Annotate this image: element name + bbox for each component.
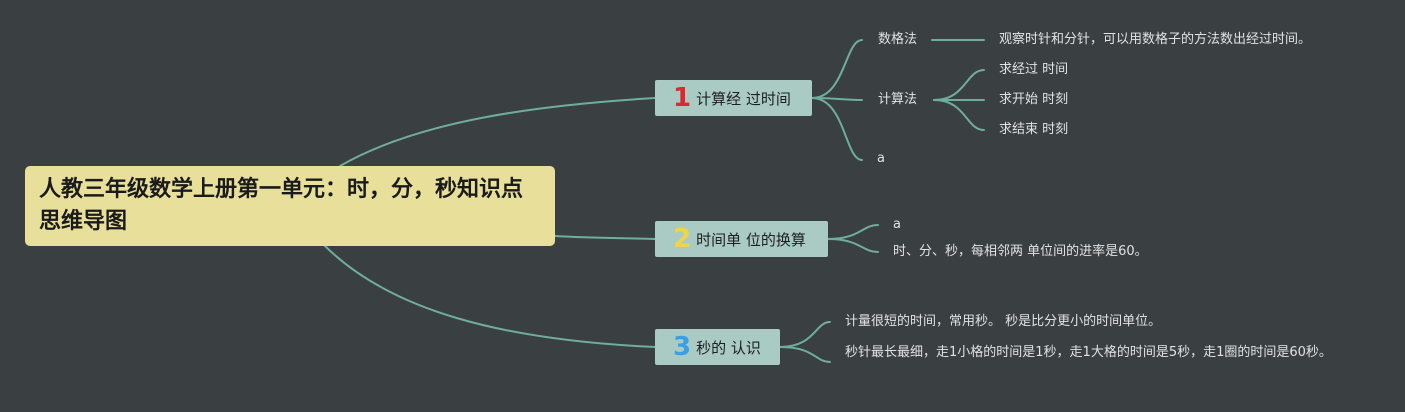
connector-jisuan-1 bbox=[933, 69, 985, 101]
topic-qiu-kaishi[interactable]: 求开始 时刻 bbox=[999, 92, 1069, 107]
connector-root-branch-2 bbox=[554, 235, 656, 240]
connector-root-branch-1 bbox=[339, 97, 656, 167]
connector-jisuan-3 bbox=[933, 99, 985, 131]
branch-3-label: 秒的 认识 bbox=[696, 338, 761, 357]
root-topic-title: 人教三年级数学上册第一单元：时，分，秒知识点思维导图 bbox=[39, 177, 524, 234]
connector-b1-a bbox=[811, 97, 863, 161]
root-topic[interactable]: 人教三年级数学上册第一单元：时，分，秒知识点思维导图 bbox=[25, 166, 555, 246]
connector-b3-miaozhen bbox=[779, 346, 831, 363]
topic-qiu-jieshu[interactable]: 求结束 时刻 bbox=[999, 122, 1069, 137]
topic-a-2[interactable]: a bbox=[893, 217, 901, 232]
topic-jinlv[interactable]: 时、分、秒，每相邻两 单位间的进率是60。 bbox=[893, 244, 1148, 259]
connector-root-branch-3 bbox=[324, 245, 656, 348]
topic-shuge-detail[interactable]: 观察时针和分针，可以用数格子的方法数出经过时间。 bbox=[999, 32, 1312, 47]
topic-jiliang[interactable]: 计量很短的时间，常用秒。 秒是比分更小的时间单位。 bbox=[845, 314, 1162, 329]
number-1-badge-icon: 1 bbox=[673, 83, 692, 113]
branch-1-topic[interactable]: 1 计算经 过时间 bbox=[655, 80, 812, 116]
branch-1-label: 计算经 过时间 bbox=[696, 89, 791, 108]
topic-miaozhen[interactable]: 秒针最长最细，走1小格的时间是1秒，走1大格的时间是5秒，走1圈的时间是60秒。 bbox=[845, 345, 1332, 360]
connector-b2-jinlv bbox=[827, 238, 879, 253]
branch-2-topic[interactable]: 2 时间单 位的换算 bbox=[655, 221, 828, 257]
topic-shuge-method[interactable]: 数格法 bbox=[878, 32, 918, 47]
topic-jisuan-method[interactable]: 计算法 bbox=[878, 92, 918, 107]
number-3-badge-icon: 3 bbox=[673, 332, 692, 362]
branch-3-topic[interactable]: 3 秒的 认识 bbox=[655, 329, 780, 365]
connector-b1-shuge bbox=[811, 39, 863, 99]
topic-a-1[interactable]: a bbox=[877, 151, 885, 166]
topic-qiu-jingguo[interactable]: 求经过 时间 bbox=[999, 62, 1069, 77]
branch-2-label: 时间单 位的换算 bbox=[696, 230, 806, 249]
number-2-badge-icon: 2 bbox=[673, 224, 692, 254]
connector-b2-a bbox=[827, 224, 879, 240]
connector-b3-jiliang bbox=[779, 321, 831, 348]
